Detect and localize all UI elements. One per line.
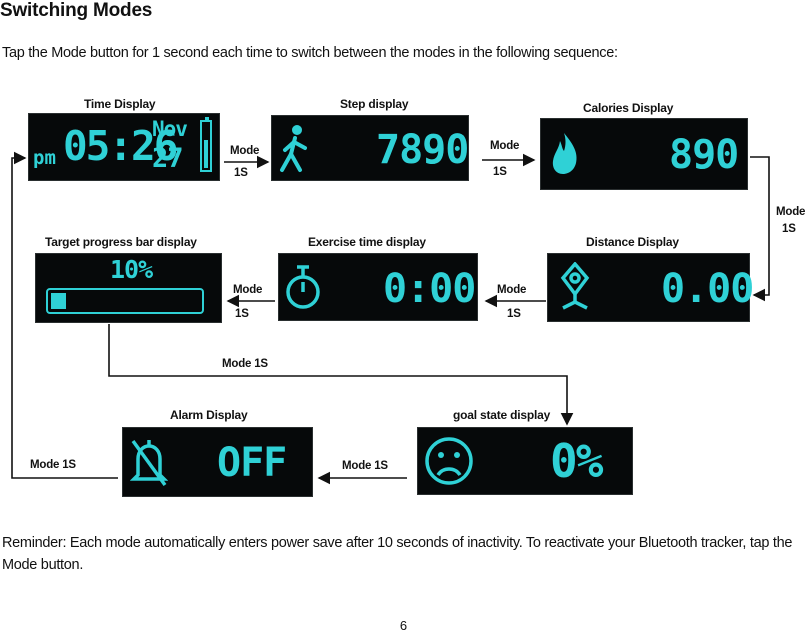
caption-distance-display: Distance Display bbox=[586, 235, 679, 249]
caption-calories-display: Calories Display bbox=[583, 101, 674, 115]
arrow-cal-dist bbox=[750, 156, 770, 302]
label-time: 1S bbox=[507, 308, 521, 320]
battery-icon bbox=[200, 117, 212, 172]
calories-display-screen: 890 bbox=[540, 118, 748, 190]
calories-value: 890 bbox=[669, 132, 739, 178]
location-pin-icon bbox=[560, 262, 590, 310]
label-mode-1s: Mode 1S bbox=[30, 459, 76, 471]
alarm-off-bell-icon bbox=[130, 439, 168, 487]
exercise-display-screen: 0:00 bbox=[278, 253, 478, 321]
target-progress-fill bbox=[51, 293, 66, 309]
caption-goal-state-display: goal state display bbox=[453, 408, 551, 422]
goal-display-screen: 0% bbox=[417, 427, 633, 495]
label-mode-1s: Mode 1S bbox=[342, 460, 388, 472]
caption-step-display: Step display bbox=[340, 97, 409, 111]
label-mode: Mode bbox=[233, 284, 263, 296]
time-day: 27 bbox=[152, 143, 184, 174]
exercise-value: 0:00 bbox=[383, 266, 476, 312]
label-time: 1S bbox=[234, 167, 248, 179]
label-mode: Mode bbox=[776, 206, 806, 218]
label-time: 1S bbox=[782, 223, 796, 235]
distance-display-screen: 0.00 bbox=[547, 253, 754, 322]
distance-value: 0.00 bbox=[661, 266, 754, 312]
arrow-alarm-time bbox=[11, 151, 118, 479]
page-heading: Switching Modes bbox=[0, 0, 153, 21]
caption-alarm-display: Alarm Display bbox=[170, 408, 248, 422]
walking-icon bbox=[280, 125, 307, 172]
label-mode: Mode bbox=[497, 284, 527, 296]
label-time: 1S bbox=[235, 308, 249, 320]
step-value: 7890 bbox=[376, 127, 469, 173]
time-ampm: pm bbox=[33, 147, 56, 169]
alarm-value: OFF bbox=[217, 440, 287, 486]
label-mode-1s: Mode 1S bbox=[222, 358, 268, 370]
time-display-screen: pm 05:26 Nov 27 bbox=[28, 113, 220, 181]
target-percent: 10% bbox=[110, 255, 153, 284]
label-mode: Mode bbox=[230, 145, 260, 157]
caption-time-display: Time Display bbox=[84, 97, 156, 111]
step-display-screen: 7890 bbox=[271, 115, 469, 181]
flame-icon bbox=[552, 133, 577, 174]
stopwatch-icon bbox=[286, 265, 320, 309]
intro-text: Tap the Mode button for 1 second each ti… bbox=[2, 45, 618, 61]
target-display-screen: 10% bbox=[35, 253, 222, 323]
label-mode: Mode bbox=[490, 140, 520, 152]
alarm-display-screen: OFF bbox=[122, 427, 313, 497]
reminder-text: Reminder: Each mode automatically enters… bbox=[2, 535, 793, 573]
label-time: 1S bbox=[493, 166, 507, 178]
caption-target-progress-display: Target progress bar display bbox=[45, 235, 197, 249]
time-month: Nov bbox=[152, 117, 188, 141]
arrow-target-goal bbox=[108, 324, 574, 426]
goal-value: 0% bbox=[550, 434, 603, 488]
caption-exercise-time-display: Exercise time display bbox=[308, 235, 426, 249]
page-number: 6 bbox=[399, 618, 408, 633]
target-progress-bar bbox=[46, 288, 204, 314]
sad-face-icon bbox=[425, 437, 473, 485]
time-value: 05:26 bbox=[63, 122, 178, 170]
